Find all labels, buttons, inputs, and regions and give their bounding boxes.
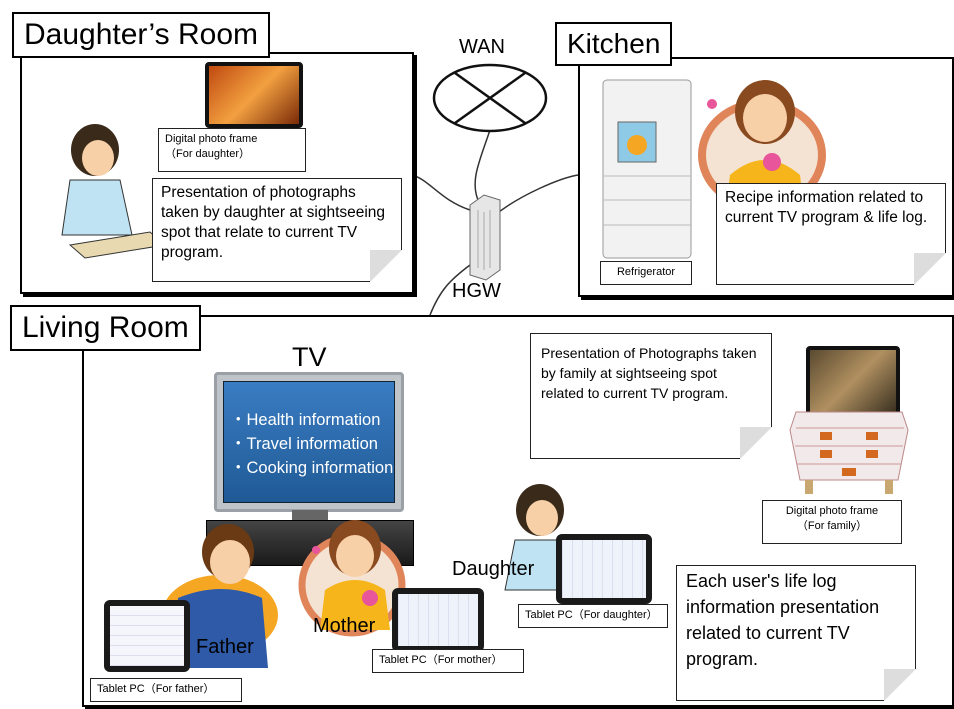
kitchen-note: Recipe information related to current TV… <box>716 183 946 285</box>
daughter-frame-label: Digital photo frame （For daughter） <box>158 128 306 172</box>
daughter-room-note-text: Presentation of photographs taken by dau… <box>161 184 386 262</box>
tv-item-cooking: ・Cooking information <box>230 459 394 477</box>
refrigerator-label: Refrigerator <box>600 261 692 285</box>
tv-stand <box>292 510 328 522</box>
tablet-daughter <box>556 534 652 604</box>
family-frame-label: Digital photo frame （For family） <box>762 500 902 544</box>
tablet-mother-chart <box>398 594 478 646</box>
tablet-father-label: Tablet PC（For father） <box>90 678 242 702</box>
tablet-father-chart <box>110 606 184 666</box>
mother-label: Mother <box>313 615 376 637</box>
daughter-frame-label-line1: Digital photo frame <box>165 133 258 145</box>
kitchen-note-text: Recipe information related to current TV… <box>725 189 928 227</box>
family-frame-label-line2: （For family） <box>796 519 868 532</box>
tv-title: TV <box>292 342 327 372</box>
tv-screen: ・Health information ・Travel information … <box>223 381 395 503</box>
daughter-label: Daughter <box>452 558 535 580</box>
tablet-mother-label: Tablet PC（For mother） <box>372 649 524 673</box>
family-photo-note-text: Presentation of Photographs taken by fam… <box>541 345 757 402</box>
lifelog-note: Each user's life log information present… <box>676 565 916 701</box>
family-photo-note: Presentation of Photographs taken by fam… <box>530 333 772 459</box>
living-room-title: Living Room <box>10 305 201 351</box>
tablet-daughter-chart <box>562 540 646 598</box>
tv-set: ・Health information ・Travel information … <box>214 372 404 512</box>
daughter-room-note: Presentation of photographs taken by dau… <box>152 178 402 282</box>
hgw-label: HGW <box>452 280 501 302</box>
daughter-frame-label-line2: （For daughter） <box>165 147 250 160</box>
tablet-daughter-label: Tablet PC（For daughter） <box>518 604 668 628</box>
tablet-father <box>104 600 190 672</box>
lifelog-note-text: Each user's life log information present… <box>686 571 880 670</box>
tv-item-health: ・Health information <box>230 411 381 429</box>
tv-item-travel: ・Travel information <box>230 435 378 453</box>
father-label: Father <box>196 636 254 658</box>
tablet-mother <box>392 588 484 652</box>
daughter-photo-frame <box>205 62 303 128</box>
family-frame-label-line1: Digital photo frame <box>785 505 879 517</box>
daughters-room-title: Daughter’s Room <box>12 12 271 58</box>
wan-label: WAN <box>459 36 505 58</box>
kitchen-title: Kitchen <box>555 22 673 66</box>
